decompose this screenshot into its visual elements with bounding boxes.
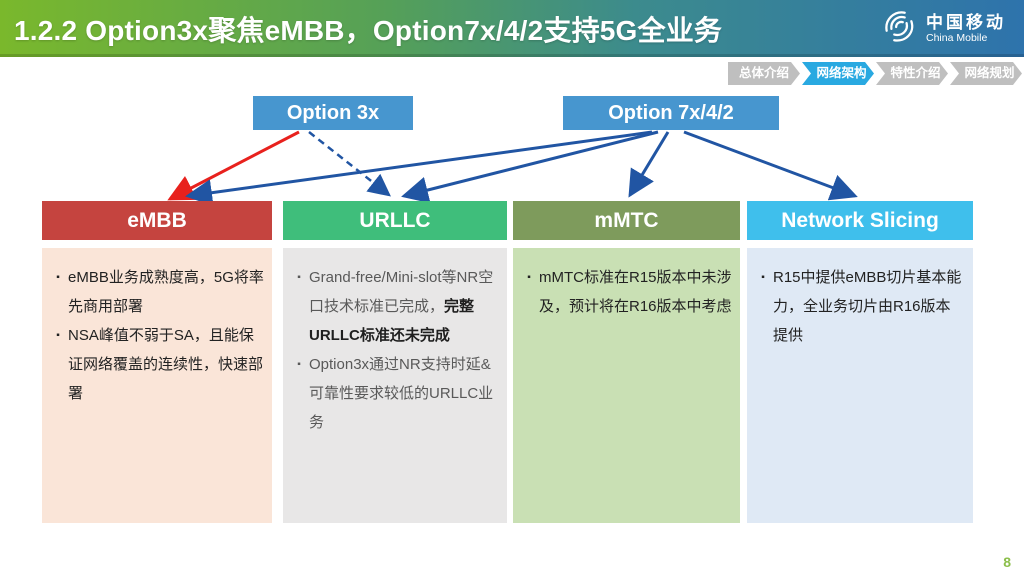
arrow-option7x-to-mmtc bbox=[628, 131, 670, 198]
logo-text: 中国移动 China Mobile bbox=[926, 13, 1006, 45]
slicing-body: ▪ R15中提供eMBB切片基本能力，全业务切片由R16版本提供 bbox=[747, 248, 973, 523]
arrow-option3x-to-urllc-dashed bbox=[308, 131, 391, 197]
mmtc-header: mMTC bbox=[513, 201, 740, 240]
china-mobile-logo: 中国移动 China Mobile bbox=[880, 7, 1006, 50]
option-3x-box: Option 3x bbox=[253, 96, 413, 130]
slicing-header: Network Slicing bbox=[747, 201, 973, 240]
list-item: ▪ eMBB业务成熟度高，5G将率先商用部署 bbox=[48, 263, 264, 321]
arrow-option7x-to-embb bbox=[185, 130, 653, 207]
breadcrumb-tab-network-architecture[interactable]: 网络架构 bbox=[802, 62, 874, 85]
urllc-body: ▪ Grand-free/Mini-slot等NR空口技术标准已完成，完整URL… bbox=[283, 248, 507, 523]
list-item: ▪ R15中提供eMBB切片基本能力，全业务切片由R16版本提供 bbox=[753, 263, 965, 350]
list-item: ▪ NSA峰值不弱于SA，且能保证网络覆盖的连续性，快速部署 bbox=[48, 321, 264, 408]
urllc-header: URLLC bbox=[283, 201, 507, 240]
breadcrumb-tab-overview[interactable]: 总体介绍 bbox=[728, 62, 800, 85]
page-title: 1.2.2 Option3x聚焦eMBB，Option7x/4/2支持5G全业务 bbox=[14, 14, 723, 46]
logo-text-cn: 中国移动 bbox=[926, 12, 1006, 32]
china-mobile-swirl-icon bbox=[880, 7, 918, 50]
title-bar: 1.2.2 Option3x聚焦eMBB，Option7x/4/2支持5G全业务… bbox=[0, 0, 1024, 57]
bullet-marker: ▪ bbox=[527, 272, 531, 283]
bullet-marker: ▪ bbox=[761, 272, 765, 283]
bullet-marker: ▪ bbox=[56, 330, 60, 341]
list-item: ▪ Option3x通过NR支持时延&可靠性要求较低的URLLC业务 bbox=[289, 350, 499, 437]
list-item: ▪ Grand-free/Mini-slot等NR空口技术标准已完成，完整URL… bbox=[289, 263, 499, 350]
bullet-marker: ▪ bbox=[56, 272, 60, 283]
logo-text-en: China Mobile bbox=[926, 32, 988, 45]
list-item: ▪ mMTC标准在R15版本中未涉及，预计将在R16版本中考虑 bbox=[519, 263, 732, 321]
mmtc-body: ▪ mMTC标准在R15版本中未涉及，预计将在R16版本中考虑 bbox=[513, 248, 740, 523]
breadcrumb-tab-network-planning[interactable]: 网络规划 bbox=[950, 62, 1022, 85]
embb-body: ▪ eMBB业务成熟度高，5G将率先商用部署 ▪ NSA峰值不弱于SA，且能保证… bbox=[42, 248, 272, 523]
option-7x42-box: Option 7x/4/2 bbox=[563, 96, 779, 130]
breadcrumb: 总体介绍 网络架构 特性介绍 网络规划 bbox=[728, 62, 1022, 85]
bullet-marker: ▪ bbox=[297, 272, 301, 283]
arrow-option3x-to-embb bbox=[167, 130, 300, 201]
breadcrumb-tab-features[interactable]: 特性介绍 bbox=[876, 62, 948, 85]
embb-header: eMBB bbox=[42, 201, 272, 240]
bullet-marker: ▪ bbox=[297, 359, 301, 370]
arrow-option7x-to-slicing bbox=[683, 130, 858, 201]
arrow-option7x-to-urllc bbox=[401, 130, 659, 204]
page-number: 8 bbox=[1003, 554, 1011, 570]
